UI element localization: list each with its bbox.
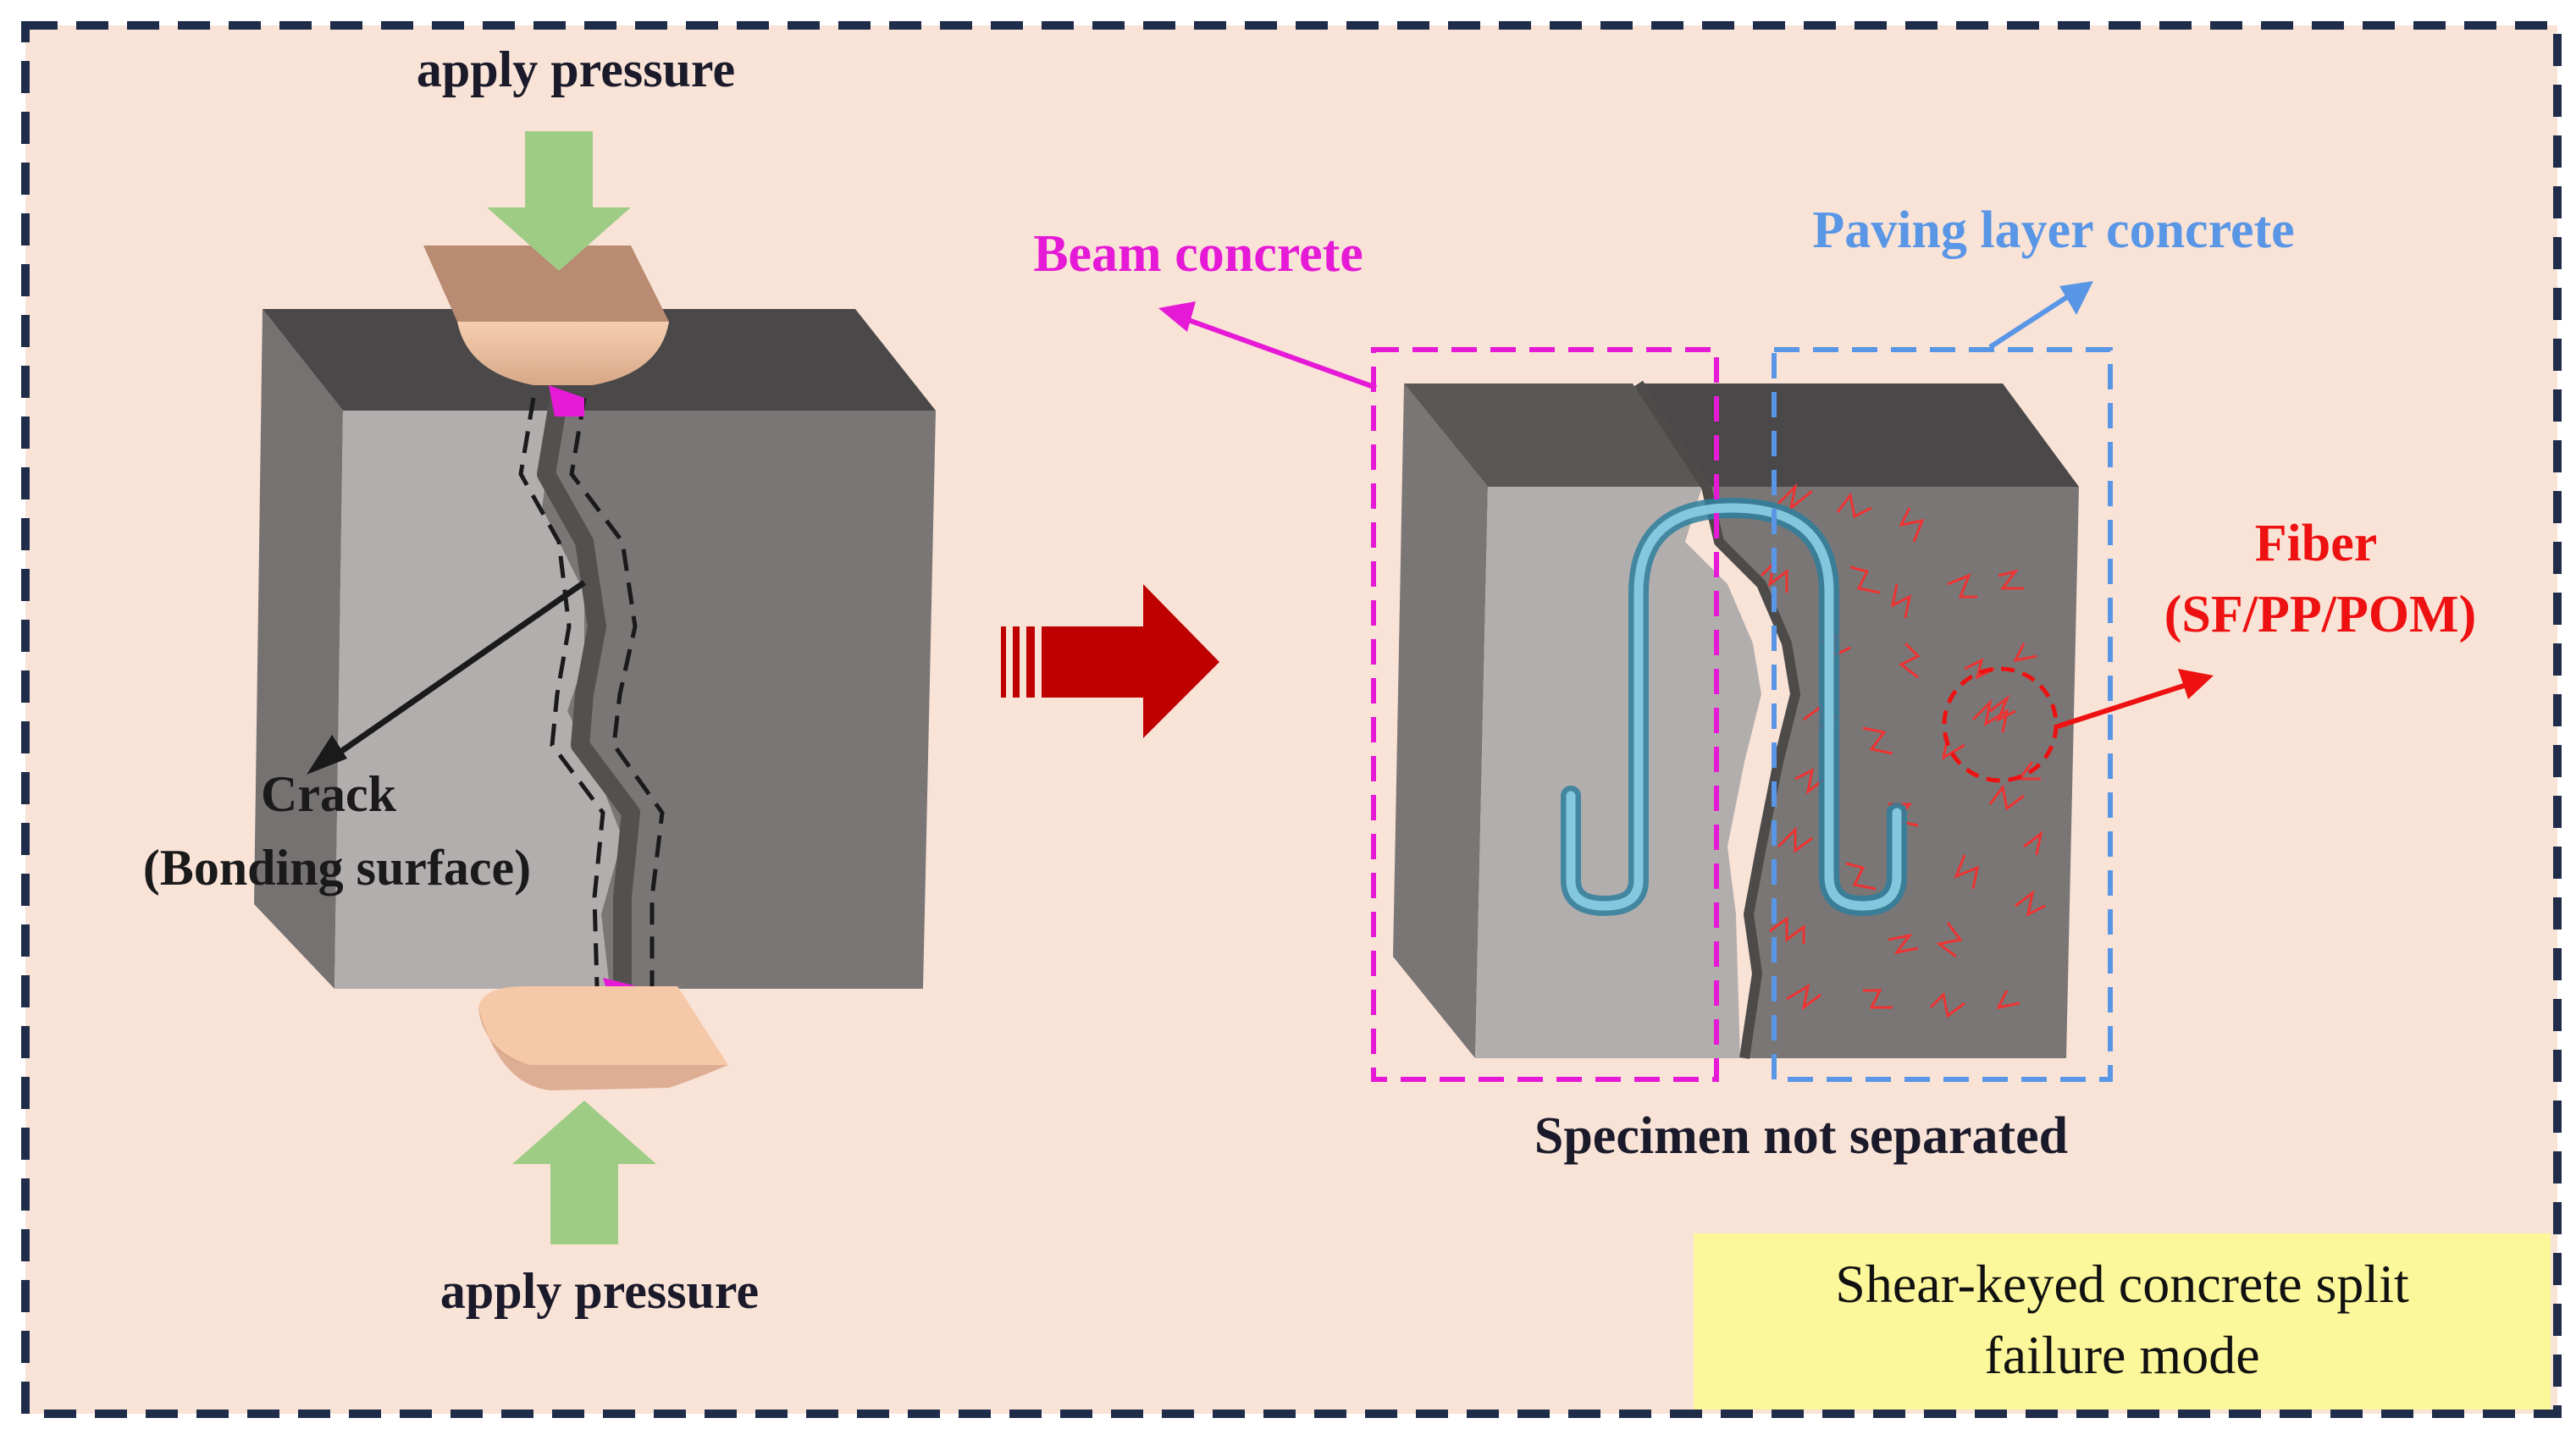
- crack-outline-right: [569, 397, 665, 986]
- caption-line-2: failure mode: [1984, 1325, 2259, 1385]
- shear-key-rebar-highlight: [1566, 503, 1902, 911]
- transition-arrow: [1001, 584, 1219, 738]
- fiber-cluster: [1760, 483, 2046, 1018]
- crack-line: [537, 396, 640, 989]
- paving-block-top-face: [1639, 383, 2079, 487]
- crack-outline-left: [518, 397, 605, 987]
- beam-block-top-face: [1404, 383, 1702, 487]
- left-specimen-front-left: [334, 411, 622, 989]
- fiber-label: Fiber: [2255, 515, 2378, 572]
- beam-pointer-line: [1180, 315, 1378, 390]
- crack-sublabel: (Bonding surface): [143, 840, 531, 896]
- crack-label: Crack: [261, 766, 397, 822]
- left-specimen: [254, 309, 936, 1016]
- pressure-arrow-top: [487, 131, 631, 271]
- beam-block-side-face: [1393, 383, 1488, 1058]
- right-specimen: [1393, 380, 2079, 1059]
- left-specimen-side-face: [254, 309, 343, 989]
- caption-box: [1694, 1233, 2551, 1410]
- apply-pressure-bottom-label: apply pressure: [440, 1263, 759, 1319]
- fiber-highlight-circle: [1942, 666, 2059, 783]
- beam-concrete-label: Beam concrete: [1033, 225, 1363, 283]
- pressure-arrow-bottom: [512, 1101, 656, 1244]
- paving-pointer-line: [1988, 290, 2076, 350]
- top-loading-block: [423, 246, 669, 385]
- fiber-types-label: (SF/PP/POM): [2164, 586, 2476, 643]
- fiber-pointer-line: [2057, 681, 2190, 729]
- bottom-loading-block: [478, 986, 728, 1090]
- specimen-status-label: Specimen not separated: [1534, 1107, 2068, 1165]
- beam-concrete-region: [1371, 347, 1719, 1082]
- apply-pressure-top-label: apply pressure: [417, 41, 735, 97]
- paving-pointer-head: [2059, 281, 2093, 315]
- paving-block-front-face: [1706, 487, 2079, 1058]
- caption-line-1: Shear-keyed concrete split: [1835, 1254, 2409, 1314]
- bond-mark-top: [549, 385, 584, 417]
- crack-pointer-head: [307, 735, 347, 775]
- paving-layer-region: [1772, 347, 2113, 1082]
- crack-pointer-line: [324, 580, 586, 764]
- panel-frame: [21, 21, 2562, 1418]
- left-specimen-front-right: [542, 411, 936, 989]
- paving-layer-label: Paving layer concrete: [1812, 201, 2294, 259]
- beam-block-front-face: [1475, 487, 1761, 1058]
- beam-pointer-head: [1158, 301, 1196, 332]
- fiber-pointer-head: [2178, 669, 2214, 699]
